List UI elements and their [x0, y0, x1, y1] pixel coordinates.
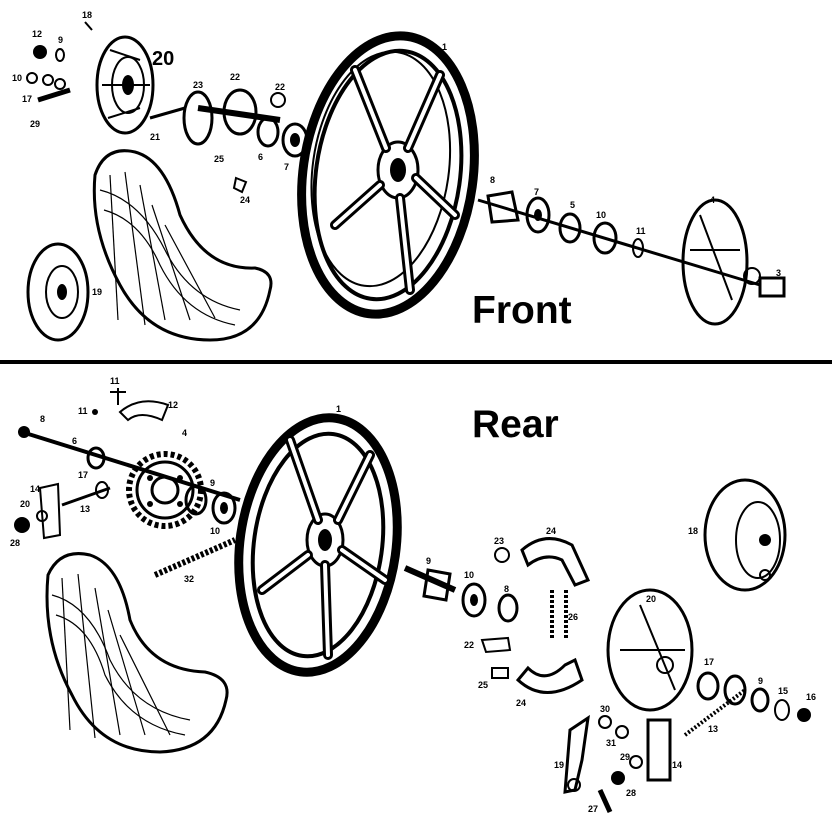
- label-front-bearing-c: 7: [534, 187, 539, 197]
- front-brake-drum: [95, 35, 155, 135]
- label-front-bolt-b: 21: [150, 132, 160, 142]
- rear-lever-parts: [563, 714, 672, 814]
- label-front-drive-plate: 23: [193, 80, 203, 90]
- label-rear-bolt-29: 29: [620, 752, 630, 762]
- label-rear-shoe-bottom: 24: [516, 698, 526, 708]
- front-axle-stack: [477, 190, 786, 326]
- label-rear-nut-28: 28: [10, 538, 20, 548]
- label-rear-sprocket: 4: [182, 428, 187, 438]
- label-front-wheel: 1: [442, 42, 447, 52]
- label-front-brake-drum: 20: [152, 48, 174, 70]
- front-assembly: 1 18 12 9 10 17 29 20 21 23 22 22 25 6 7…: [12, 10, 786, 342]
- label-rear-bolt-13: 13: [80, 504, 90, 514]
- label-rear-drum: 18: [688, 526, 698, 536]
- label-front-cam-lever: 17: [22, 94, 32, 104]
- label-rear-bolt-top: 11: [110, 376, 120, 386]
- label-front-hub-cover: 19: [92, 287, 102, 297]
- rear-section-title: Rear: [472, 403, 559, 446]
- front-wheel: [297, 31, 479, 319]
- label-rear-washer-17: 17: [78, 470, 88, 480]
- label-front-bearing-a: 6: [258, 152, 263, 162]
- label-rear-washer-small: 11: [78, 406, 88, 416]
- label-rear-nut-16: 16: [806, 692, 816, 702]
- label-rear-spring-26: 26: [568, 612, 578, 622]
- label-front-nut-a: 12: [32, 29, 42, 39]
- front-part-labels: 1 18 12 9 10 17 29 20 21 23 22 22 25 6 7…: [12, 10, 781, 297]
- label-rear-spacer-s: 10: [210, 526, 220, 536]
- label-front-brake-plate: 4: [710, 195, 715, 205]
- label-front-pin-top: 18: [82, 10, 92, 20]
- label-front-washer-c: 11: [636, 226, 646, 236]
- label-rear-hub-spindle: 9: [426, 556, 431, 566]
- label-front-seal: 5: [570, 200, 575, 210]
- label-rear-bearing-s: 9: [210, 478, 215, 488]
- label-rear-rod-13: 13: [708, 724, 718, 734]
- label-rear-sleeve-17: 17: [704, 657, 714, 667]
- label-rear-washer-31: 31: [606, 738, 616, 748]
- label-rear-lever-19: 19: [554, 760, 564, 770]
- rear-drum: [703, 478, 787, 592]
- rear-assembly: 1 11 12 8 11 4 6 9 10 17 14 13 20 28 32 …: [10, 376, 816, 814]
- front-drive-plate: [182, 88, 309, 158]
- label-rear-backplate: 20: [646, 594, 656, 604]
- label-rear-bearing-10: 10: [464, 570, 474, 580]
- front-small-parts: [26, 21, 248, 194]
- label-rear-ring-23: 23: [494, 536, 504, 546]
- label-rear-wheel: 1: [336, 404, 341, 414]
- rear-sprocket: [126, 451, 204, 529]
- label-front-washer-a: 9: [58, 35, 63, 45]
- label-rear-bearing-8: 8: [504, 584, 509, 594]
- label-rear-pad-25: 25: [478, 680, 488, 690]
- label-front-collar: 10: [596, 210, 606, 220]
- label-front-gear-a: 22: [230, 72, 240, 82]
- label-rear-ring-30: 30: [600, 704, 610, 714]
- label-front-gear-b: 22: [275, 82, 285, 92]
- rear-backplate: [606, 588, 811, 737]
- label-rear-shoe-top: 24: [546, 526, 556, 536]
- label-front-washer-b: 10: [12, 73, 22, 83]
- label-front-axle: 3: [776, 268, 781, 278]
- label-front-clip: 24: [240, 195, 250, 205]
- label-rear-bracket: 12: [168, 400, 178, 410]
- rear-part-labels: 1 11 12 8 11 4 6 9 10 17 14 13 20 28 32 …: [10, 376, 816, 814]
- label-rear-nut-28b: 28: [626, 788, 636, 798]
- label-rear-nut-14: 14: [30, 484, 40, 494]
- label-rear-cam-22: 22: [464, 640, 474, 650]
- rear-hub-stack: [403, 537, 591, 694]
- label-rear-axle-nut: 8: [40, 414, 45, 424]
- rear-left-parts: [14, 388, 241, 578]
- label-rear-pin-27: 27: [588, 804, 598, 814]
- front-tire: [92, 149, 273, 342]
- label-rear-washer-9: 9: [758, 676, 763, 686]
- label-front-bolt-a: 29: [30, 119, 40, 129]
- front-hub-cover: [26, 242, 90, 342]
- front-section-title: Front: [472, 289, 572, 332]
- label-front-bearing-b: 7: [284, 162, 289, 172]
- label-rear-block-14: 14: [672, 760, 682, 770]
- label-front-shaft: 25: [214, 154, 224, 164]
- label-rear-axle: 6: [72, 436, 77, 446]
- label-front-spacer: 8: [490, 175, 495, 185]
- label-rear-washer-15: 15: [778, 686, 788, 696]
- rear-wheel: [234, 413, 402, 677]
- label-rear-washer-20: 20: [20, 499, 30, 509]
- rear-tire: [45, 552, 229, 754]
- label-rear-chain: 32: [184, 574, 194, 584]
